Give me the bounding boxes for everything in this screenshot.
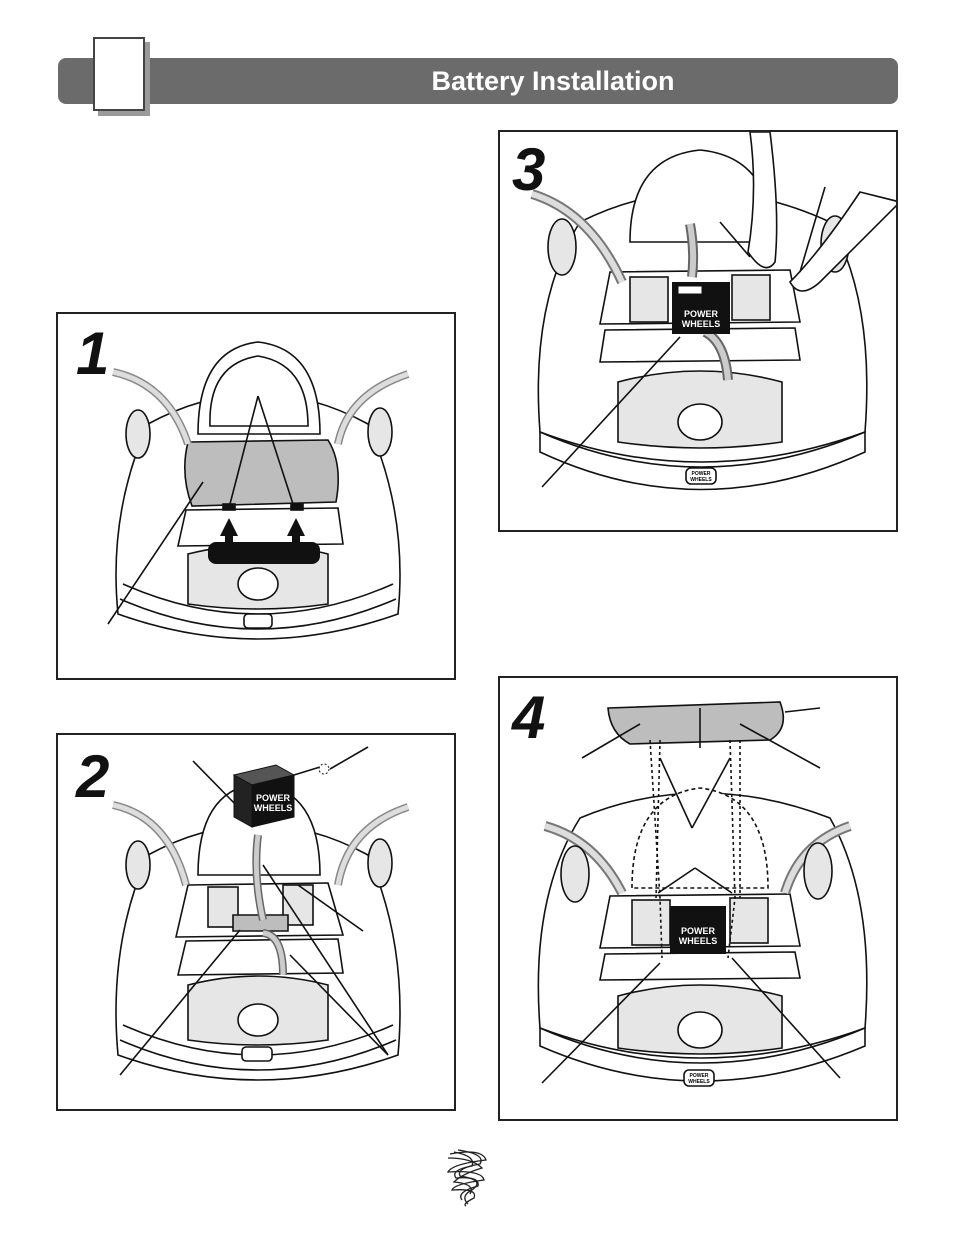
step-2-number: 2 (76, 743, 110, 810)
vehicle-emblem-line2: WHEELS (688, 1079, 710, 1085)
step-4-illustration: POWER WHEELS POWER WHEELS (537, 701, 868, 1087)
battery-logo-line1: POWER (681, 926, 716, 936)
section-tab (93, 37, 145, 111)
battery-icon: POWER WHEELS (232, 763, 330, 828)
step-3-illustration: POWER WHEELS POWER WHEELS (530, 132, 896, 491)
step-3-number: 3 (512, 136, 546, 203)
step-4-number: 4 (512, 684, 546, 751)
battery-logo-line1: POWER (256, 793, 291, 803)
page-title: Battery Installation (431, 66, 675, 96)
header-bar: Battery Installation (58, 58, 898, 104)
vehicle-emblem: POWER WHEELS (690, 471, 712, 483)
step-3-panel: 3 (498, 130, 898, 532)
vehicle-emblem-line1: POWER (690, 1073, 709, 1079)
battery-icon: POWER WHEELS (670, 906, 726, 954)
step-2-illustration: POWER WHEELS (112, 746, 410, 1081)
battery-logo-line2: WHEELS (254, 803, 293, 813)
vehicle-emblem-line1: POWER (692, 471, 711, 477)
step-1-illustration (107, 341, 410, 640)
page-scribble-mark (446, 1149, 487, 1207)
battery-icon: POWER WHEELS (672, 282, 730, 334)
battery-logo-line2: WHEELS (682, 319, 721, 329)
battery-logo-line1: POWER (684, 309, 719, 319)
step-4-panel: 4 (498, 676, 898, 1121)
vehicle-emblem: POWER WHEELS (688, 1073, 710, 1085)
battery-logo-line2: WHEELS (679, 936, 718, 946)
step-2-panel: 2 (56, 733, 456, 1111)
vehicle-emblem-line2: WHEELS (690, 477, 712, 483)
step-1-number: 1 (76, 320, 110, 387)
step-1-panel: 1 (56, 312, 456, 680)
